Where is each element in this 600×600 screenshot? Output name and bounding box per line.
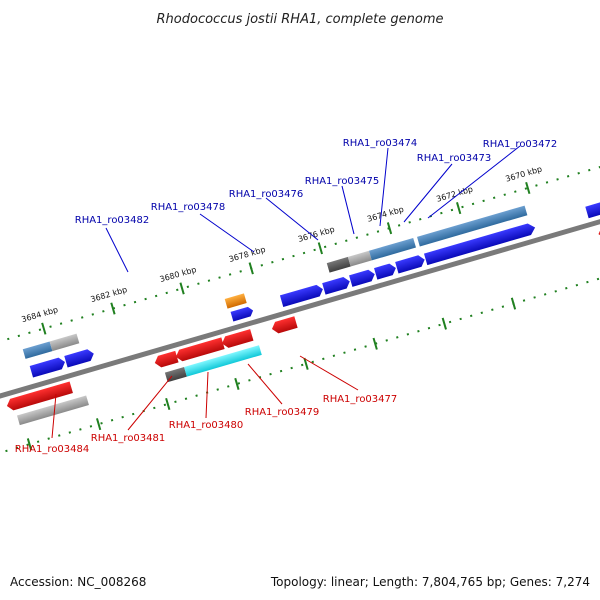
genome-axis bbox=[0, 199, 600, 417]
annotation-bar[interactable] bbox=[326, 256, 351, 273]
gene-forward[interactable] bbox=[64, 348, 95, 368]
gene-label[interactable]: RHA1_ro03474 bbox=[343, 138, 418, 149]
tick-label: 3680 kbp bbox=[159, 265, 198, 284]
tick-label: 3670 kbp bbox=[504, 164, 543, 183]
leader-lines-bottom bbox=[51, 355, 359, 439]
gene-forward[interactable] bbox=[585, 191, 600, 219]
tick-label: 3674 kbp bbox=[366, 205, 405, 224]
gene-label[interactable]: RHA1_ro03475 bbox=[305, 176, 380, 187]
tick-label: 3672 kbp bbox=[435, 185, 474, 204]
gene-label[interactable]: RHA1_ro03479 bbox=[245, 407, 320, 418]
gene-reverse[interactable] bbox=[5, 381, 73, 412]
leader-lines-top bbox=[105, 145, 521, 273]
gene-label[interactable]: RHA1_ro03484 bbox=[15, 444, 90, 455]
tick-track-top bbox=[0, 150, 600, 365]
gene-forward[interactable] bbox=[29, 356, 67, 378]
gene-reverse[interactable] bbox=[153, 350, 179, 369]
gene-label[interactable]: RHA1_ro03477 bbox=[323, 394, 398, 405]
genome-track: 3684 kbp 3682 kbp 3680 kbp 3678 kbp 3676… bbox=[0, 150, 600, 468]
gene-label[interactable]: RHA1_ro03480 bbox=[169, 420, 244, 431]
gene-label[interactable]: RHA1_ro03473 bbox=[417, 153, 492, 164]
gene-reverse[interactable] bbox=[174, 337, 225, 362]
annotation-bar-orange[interactable] bbox=[224, 293, 247, 309]
genome-stats-text: Topology: linear; Length: 7,804,765 bp; … bbox=[270, 575, 590, 589]
annotation-bar-cyan[interactable] bbox=[184, 345, 262, 377]
gene-forward[interactable] bbox=[279, 283, 325, 307]
gene-label[interactable]: RHA1_ro03482 bbox=[75, 215, 150, 226]
annotation-bar[interactable] bbox=[369, 237, 416, 261]
gene-forward[interactable] bbox=[349, 268, 376, 287]
gene-label[interactable]: RHA1_ro03478 bbox=[151, 202, 226, 213]
gene-forward[interactable] bbox=[423, 222, 537, 266]
major-ticks-top bbox=[41, 181, 531, 335]
gene-reverse[interactable] bbox=[270, 316, 298, 334]
accession-text: Accession: NC_008268 bbox=[10, 575, 146, 589]
tick-label: 3682 kbp bbox=[90, 285, 129, 304]
annotation-bar[interactable] bbox=[22, 341, 53, 359]
major-ticks-bottom bbox=[26, 297, 517, 451]
annotation-bar[interactable] bbox=[49, 333, 80, 352]
tick-label: 3684 kbp bbox=[20, 305, 59, 324]
gene-label[interactable]: RHA1_ro03476 bbox=[229, 189, 304, 200]
gene-forward[interactable] bbox=[374, 262, 398, 280]
annotation-bar[interactable] bbox=[16, 395, 89, 426]
gene-forward[interactable] bbox=[395, 254, 426, 274]
gene-forward[interactable] bbox=[230, 306, 255, 322]
annotation-bar[interactable] bbox=[417, 205, 528, 247]
gene-forward[interactable] bbox=[322, 276, 351, 295]
gene-reverse[interactable] bbox=[220, 329, 254, 349]
gene-label[interactable]: RHA1_ro03472 bbox=[483, 139, 558, 150]
gene-label[interactable]: RHA1_ro03481 bbox=[91, 433, 166, 444]
genome-title: Rhodococcus jostii RHA1, complete genome bbox=[157, 12, 444, 27]
annotation-bar[interactable] bbox=[347, 250, 372, 267]
